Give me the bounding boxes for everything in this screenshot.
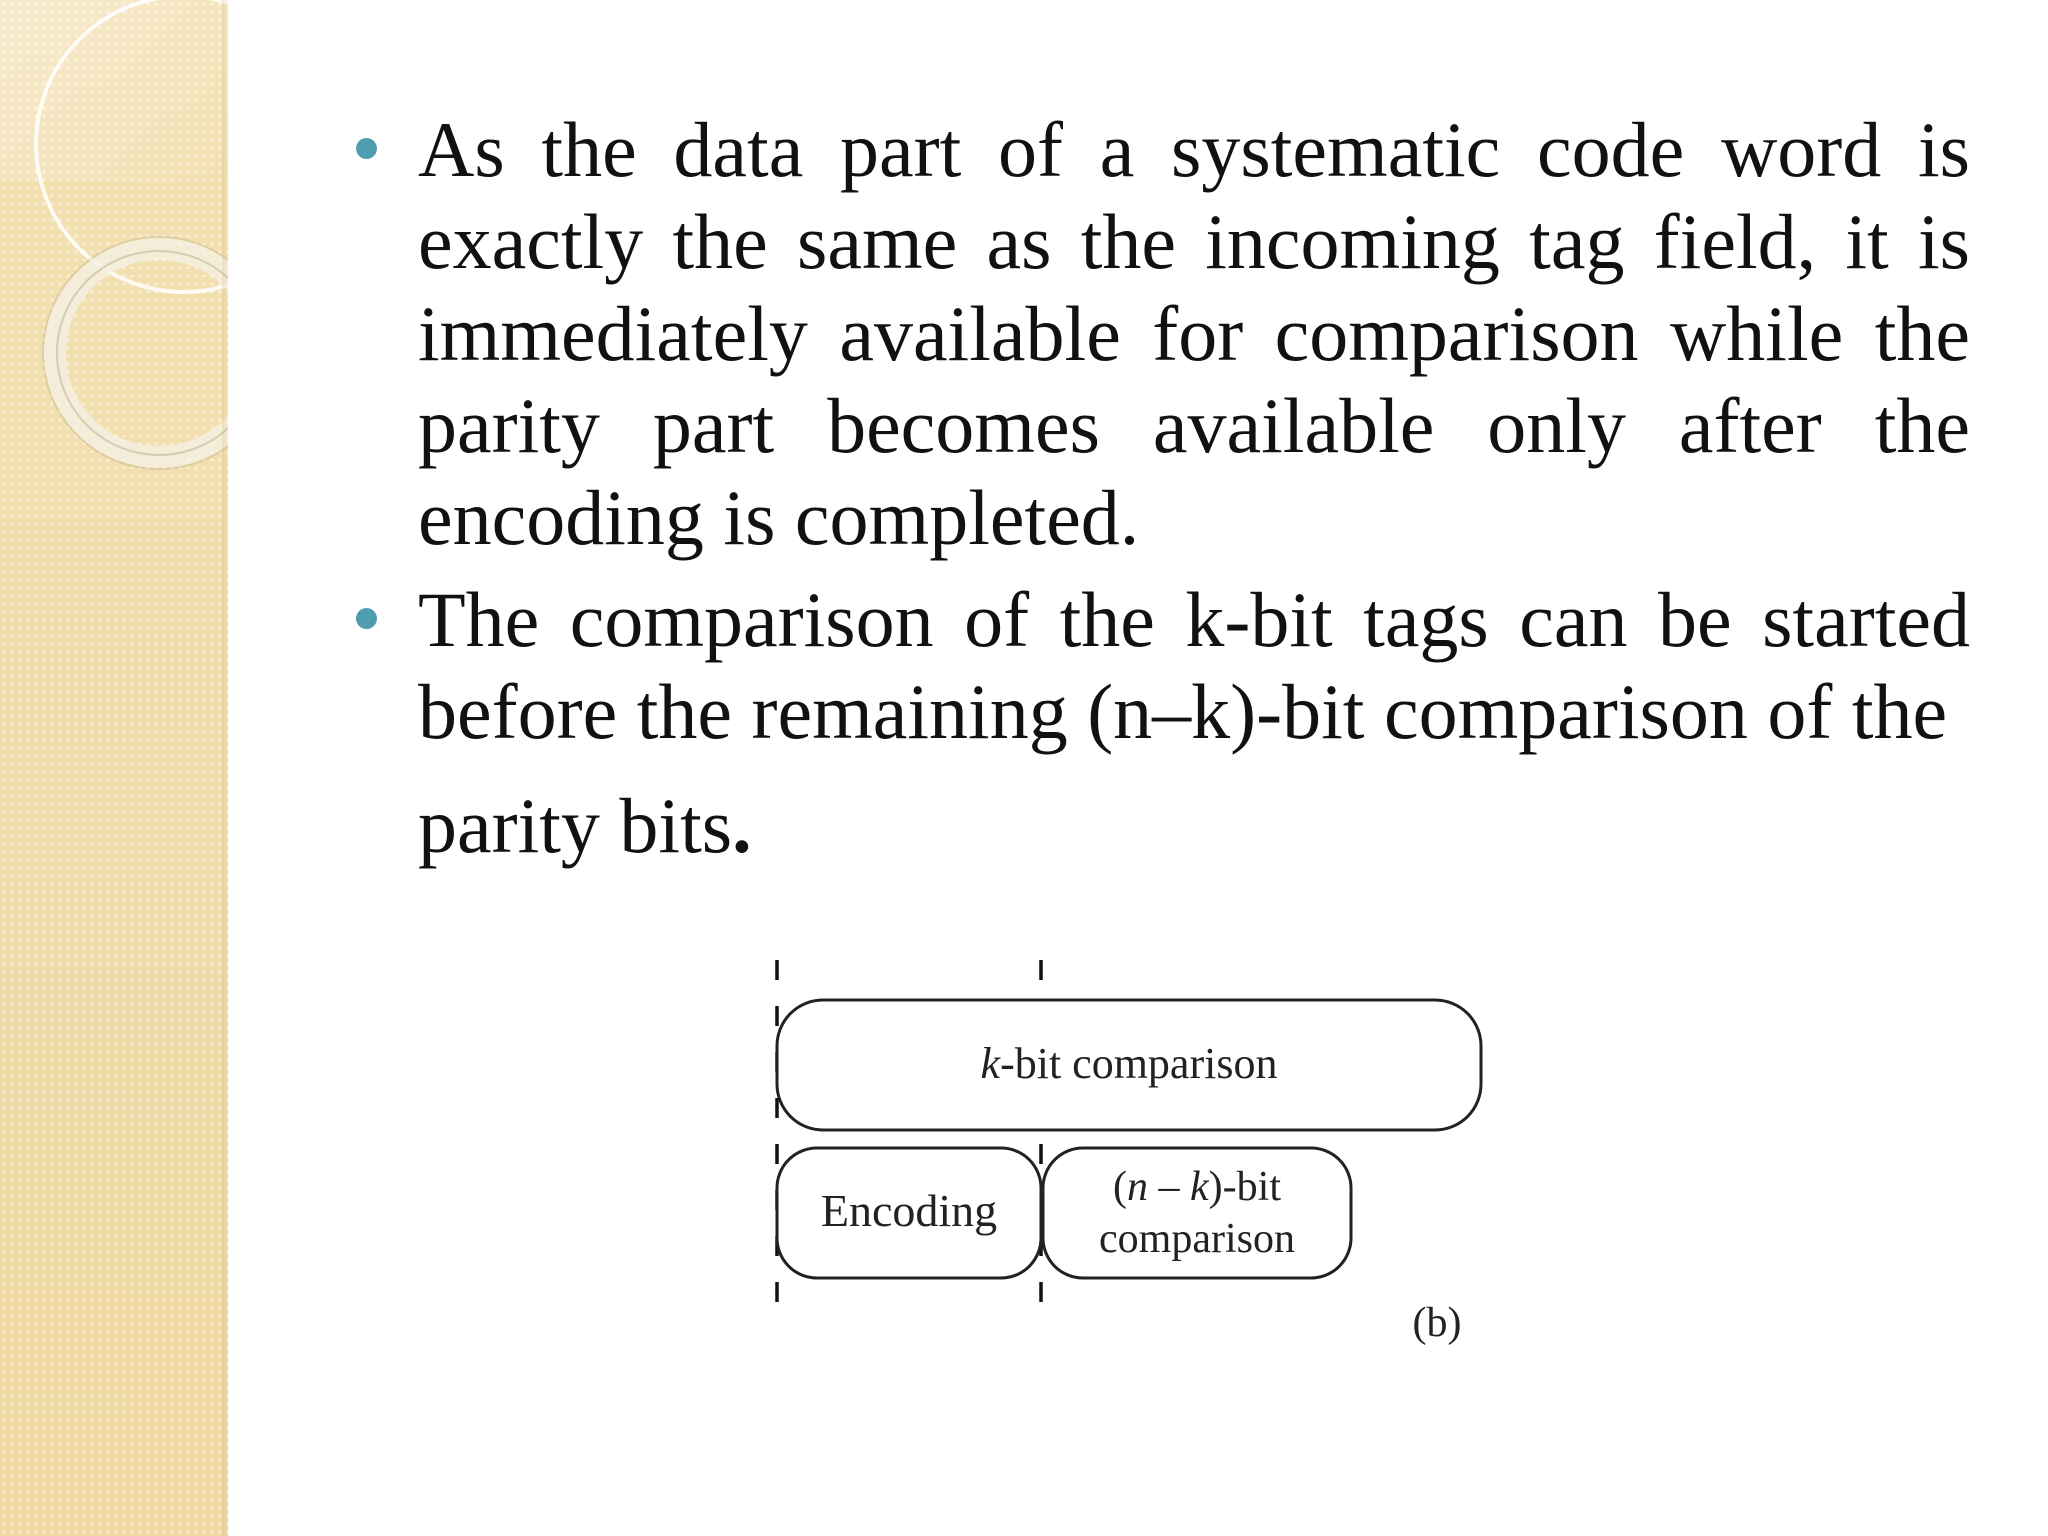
encoding-box: [775, 1146, 1043, 1280]
bullet-list: As the data part of a systematic code wo…: [356, 104, 1970, 882]
bullet-item: As the data part of a systematic code wo…: [356, 104, 1970, 564]
nk-bit-comparison-label-line2: comparison: [1099, 1216, 1295, 1262]
nk-label-close: )-bit: [1209, 1164, 1282, 1210]
k-bit-comparison-box: [775, 998, 1483, 1132]
bullet-dot-icon: [356, 138, 377, 159]
nk-label-minus: –: [1148, 1164, 1190, 1210]
encoding-label: Encoding: [821, 1185, 997, 1236]
bullet-item: The comparison of the k-bit tags can be …: [356, 574, 1970, 872]
k-bit-label-var: k: [981, 1039, 1002, 1088]
bullet-dot-icon: [356, 608, 377, 629]
diagram-caption: (b): [1413, 1300, 1462, 1346]
nk-label-n: n: [1127, 1164, 1148, 1210]
nk-label-open: (: [1113, 1164, 1127, 1210]
bullet-text: The comparison of the k-bit tags can be …: [418, 576, 1970, 755]
nk-bit-comparison-label-line1: (n – k)-bit: [1113, 1164, 1281, 1210]
bullet-text-end: .: [732, 782, 752, 869]
decorative-sidebar: [0, 0, 228, 1536]
sidebar-edge: [222, 0, 228, 1536]
k-bit-label-rest: -bit comparison: [1000, 1039, 1277, 1088]
nk-bit-comparison-box: [1041, 1146, 1353, 1280]
bullet-text: As the data part of a systematic code wo…: [418, 106, 1970, 561]
timing-diagram-svg: k-bit comparison Encoding (n – k)-bit co…: [775, 960, 1483, 1346]
bullet-text-tail: parity bits.: [418, 780, 752, 872]
k-bit-comparison-label: k-bit comparison: [981, 1039, 1278, 1088]
timing-diagram: k-bit comparison Encoding (n – k)-bit co…: [760, 950, 1500, 1350]
bullet-text-tail-words: parity bits: [418, 782, 733, 869]
nk-label-k: k: [1190, 1164, 1210, 1210]
